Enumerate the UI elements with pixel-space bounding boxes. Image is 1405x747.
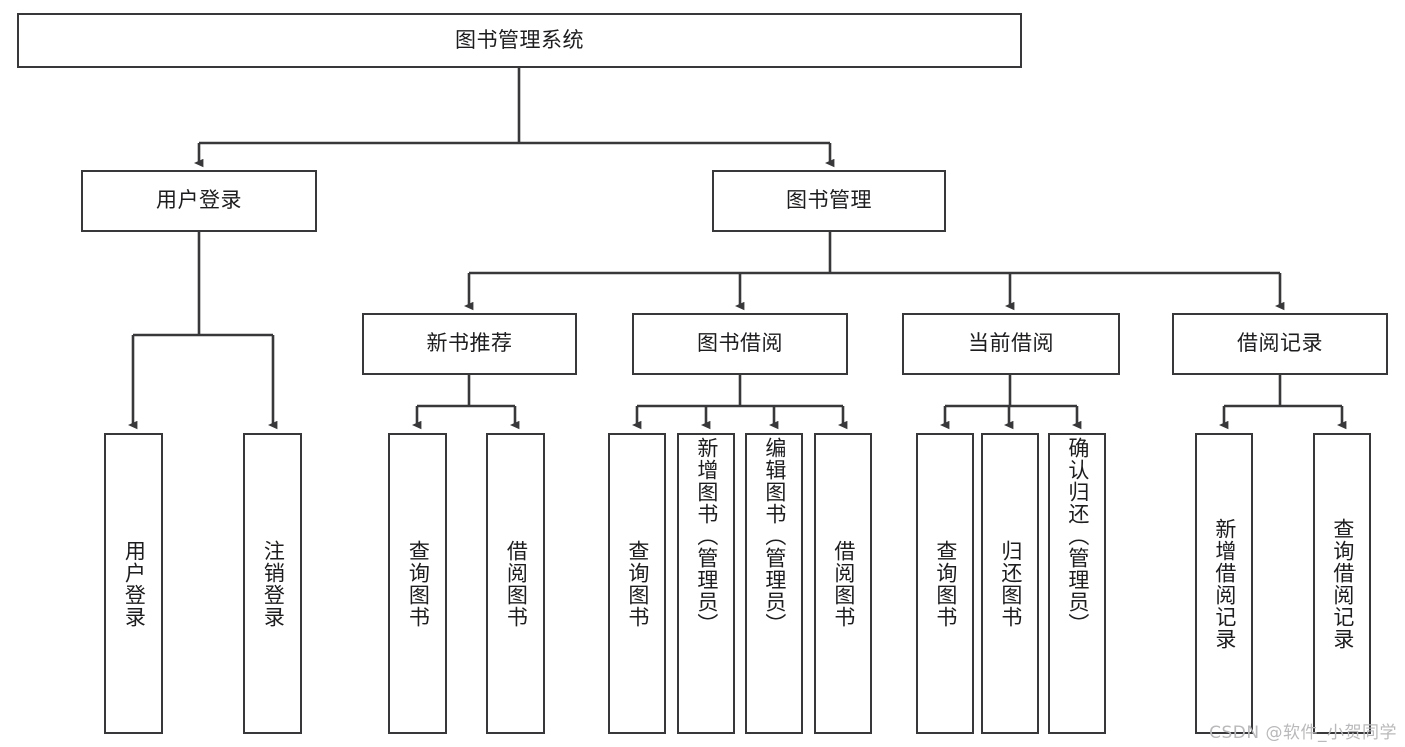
leaf-label-query-book-2: 查询图书: [625, 539, 650, 628]
leaf-label-add-record: 新增借阅记录: [1212, 517, 1237, 650]
leaf-label-user-login: 用户登录: [122, 539, 147, 628]
leaf-edit-book[interactable]: 编辑图书（管理员）: [745, 433, 803, 734]
node-current-borrow[interactable]: 当前借阅: [902, 313, 1120, 375]
leaf-query-book-2[interactable]: 查询图书: [608, 433, 666, 734]
leaf-label-add-book: 新增图书（管理员）: [694, 437, 719, 635]
leaf-user-login[interactable]: 用户登录: [104, 433, 163, 734]
leaf-borrow-book-1[interactable]: 借阅图书: [486, 433, 545, 734]
leaf-query-book-3[interactable]: 查询图书: [916, 433, 974, 734]
leaf-add-record[interactable]: 新增借阅记录: [1195, 433, 1253, 734]
node-label-book-management: 图书管理: [786, 188, 872, 213]
leaf-query-book-1[interactable]: 查询图书: [388, 433, 447, 734]
node-label-user-login: 用户登录: [156, 188, 242, 213]
leaf-label-confirm-return: 确认归还（管理员）: [1065, 437, 1090, 635]
leaf-label-query-book-3: 查询图书: [933, 539, 958, 628]
leaf-label-borrow-book-1: 借阅图书: [504, 539, 529, 628]
node-label-root: 图书管理系统: [455, 27, 584, 52]
node-label-current-borrow: 当前借阅: [968, 331, 1054, 356]
leaf-label-logout: 注销登录: [261, 539, 286, 628]
node-root-book-management-system[interactable]: 图书管理系统: [17, 13, 1022, 68]
leaf-borrow-book-2[interactable]: 借阅图书: [814, 433, 872, 734]
leaf-label-query-book-1: 查询图书: [406, 539, 431, 628]
leaf-add-book[interactable]: 新增图书（管理员）: [677, 433, 735, 734]
leaf-label-borrow-book-2: 借阅图书: [831, 539, 856, 628]
node-new-book-recommend[interactable]: 新书推荐: [362, 313, 577, 375]
node-label-new-book-recommend: 新书推荐: [426, 331, 513, 356]
leaf-label-edit-book: 编辑图书（管理员）: [762, 437, 787, 635]
node-user-login[interactable]: 用户登录: [81, 170, 317, 232]
node-label-borrow-record: 借阅记录: [1237, 331, 1323, 356]
leaf-label-return-book: 归还图书: [998, 539, 1023, 628]
leaf-return-book[interactable]: 归还图书: [981, 433, 1039, 734]
leaf-confirm-return[interactable]: 确认归还（管理员）: [1048, 433, 1106, 734]
leaf-logout[interactable]: 注销登录: [243, 433, 302, 734]
node-borrow-record[interactable]: 借阅记录: [1172, 313, 1388, 375]
node-label-book-borrow: 图书借阅: [697, 331, 783, 356]
leaf-query-record[interactable]: 查询借阅记录: [1313, 433, 1371, 734]
node-book-borrow[interactable]: 图书借阅: [632, 313, 848, 375]
node-book-management[interactable]: 图书管理: [712, 170, 946, 232]
leaf-label-query-record: 查询借阅记录: [1330, 517, 1355, 650]
